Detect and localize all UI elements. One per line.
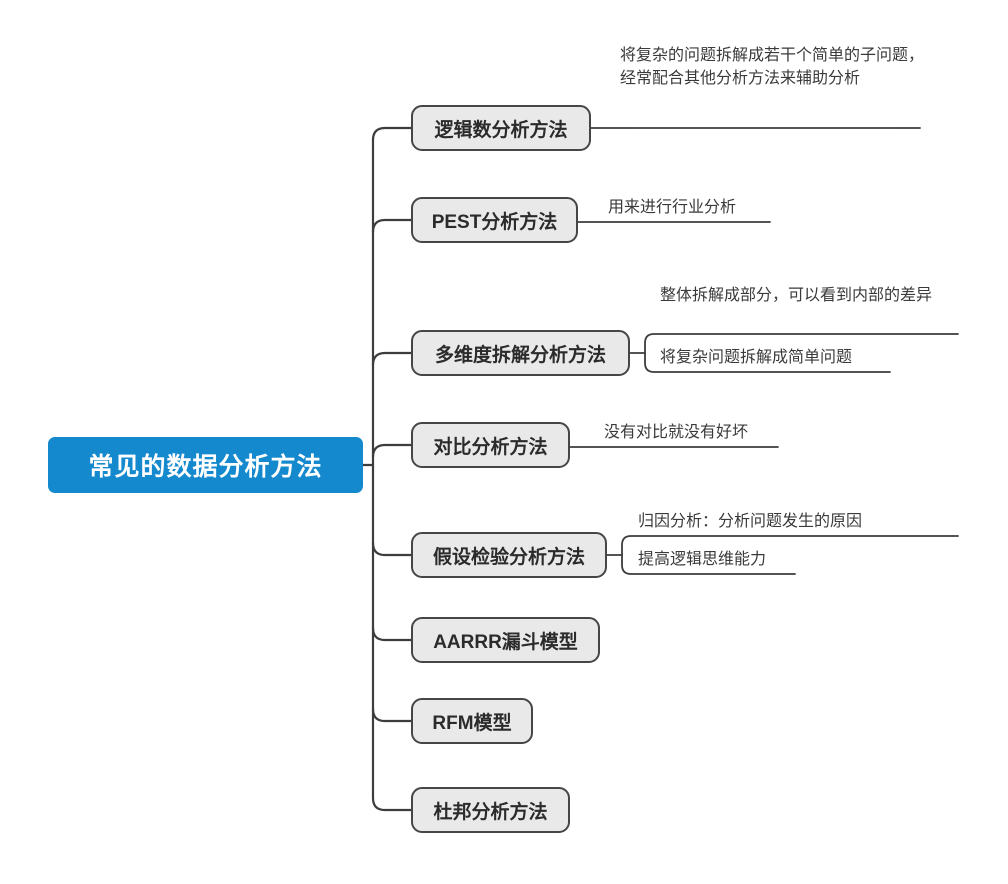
branch-node-aarrr-funnel[interactable]: AARRR漏斗模型 (411, 617, 600, 663)
branch-node-label: 逻辑数分析方法 (434, 119, 568, 141)
leaf-text-logic-analysis-1: 将复杂的问题拆解成若干个简单的子问题，经常配合其他分析方法来辅助分析 (620, 47, 925, 88)
leaf-text-comparative-analysis-1: 没有对比就没有好坏 (604, 424, 749, 441)
leaf-text-hypothesis-testing-2: 提高逻辑思维能力 (638, 551, 767, 568)
branch-node-label: 对比分析方法 (433, 436, 548, 458)
branch-node-label: PEST分析方法 (431, 211, 558, 233)
branch-node-label: 多维度拆解分析方法 (434, 344, 606, 366)
branch-node-rfm-model[interactable]: RFM模型 (411, 698, 533, 744)
branch-node-label: RFM模型 (432, 712, 512, 734)
root-node[interactable]: 常见的数据分析方法 (48, 437, 363, 493)
branch-node-dupont-analysis[interactable]: 杜邦分析方法 (411, 787, 570, 833)
leaf-text-pest-1: 用来进行行业分析 (608, 199, 737, 216)
leaf-text-hypothesis-testing-1: 归因分析：分析问题发生的原因 (638, 513, 863, 530)
branch-node-multidimensional-breakdown[interactable]: 多维度拆解分析方法 (411, 330, 630, 376)
root-node-label: 常见的数据分析方法 (88, 453, 323, 481)
branch-node-label: AARRR漏斗模型 (433, 631, 578, 653)
branch-node-comparative-analysis[interactable]: 对比分析方法 (411, 422, 570, 468)
leaf-text-multidimensional-breakdown-1: 整体拆解成部分，可以看到内部的差异 (660, 287, 933, 304)
branch-node-logic-analysis[interactable]: 逻辑数分析方法 (411, 105, 591, 151)
branch-node-label: 杜邦分析方法 (433, 801, 548, 823)
leaf-text-multidimensional-breakdown-2: 将复杂问题拆解成简单问题 (660, 349, 853, 366)
branch-node-hypothesis-testing[interactable]: 假设检验分析方法 (411, 532, 607, 578)
branch-node-label: 假设检验分析方法 (432, 546, 585, 568)
branch-node-pest[interactable]: PEST分析方法 (411, 197, 578, 243)
